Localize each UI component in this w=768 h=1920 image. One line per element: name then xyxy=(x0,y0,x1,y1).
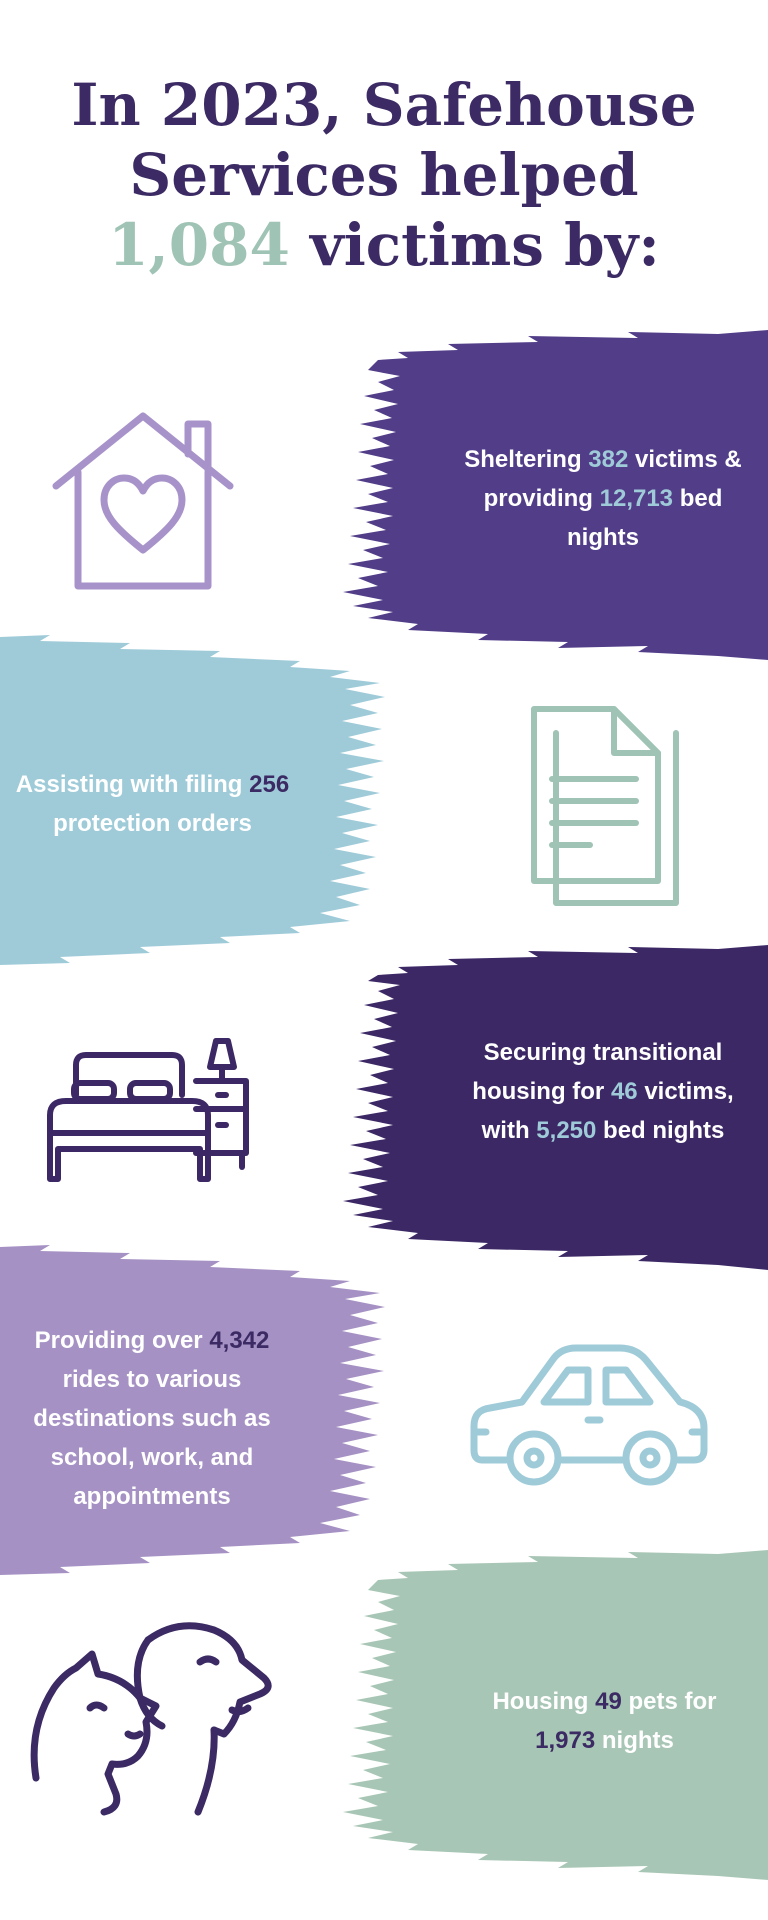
section-transitional-housing: Securing transitional housing for 46 vic… xyxy=(0,945,768,1275)
transitional-bed-nights-count: 5,250 xyxy=(536,1117,597,1144)
section-pets: Housing 49 pets for 1,973 nights xyxy=(0,1550,768,1890)
headline-line-1: In 2023, Safehouse xyxy=(71,71,697,139)
brush-stroke-purple xyxy=(343,330,768,660)
victims-count: 1,084 xyxy=(108,211,290,279)
protection-orders-caption: Assisting with filing 256 protection ord… xyxy=(15,771,290,837)
headline: In 2023, Safehouse Services helped 1,084… xyxy=(0,70,768,280)
brush-stroke-sage xyxy=(343,1550,768,1880)
car-icon xyxy=(470,1344,708,1486)
brush-stroke-lavender xyxy=(0,1245,385,1575)
house-heart-icon xyxy=(52,412,234,590)
dog-cat-icon xyxy=(30,1622,272,1816)
section-rides: Providing over 4,342 rides to various de… xyxy=(0,1245,768,1575)
pet-nights-count: 1,973 xyxy=(535,1727,596,1754)
shelter-bed-nights-count: 12,713 xyxy=(599,485,674,512)
transitional-housing-caption: Securing transitional housing for 46 vic… xyxy=(472,1039,734,1144)
sheltered-victims-count: 382 xyxy=(588,446,629,473)
brush-stroke-sky xyxy=(0,635,385,965)
protection-orders-count: 256 xyxy=(249,771,290,798)
rides-caption: Providing over 4,342 rides to various de… xyxy=(33,1327,271,1510)
document-icon xyxy=(531,706,679,906)
headline-line-3: victims by: xyxy=(289,211,660,279)
headline-line-2: Services helped xyxy=(129,141,639,209)
transitional-victims-count: 46 xyxy=(610,1078,638,1105)
bed-nightstand-icon xyxy=(47,1038,249,1182)
pets-caption: Housing 49 pets for 1,973 nights xyxy=(492,1688,717,1754)
pets-count: 49 xyxy=(595,1688,622,1715)
brush-stroke-deep-purple xyxy=(343,945,768,1270)
section-sheltering: Sheltering 382 victims & providing 12,71… xyxy=(0,330,768,670)
section-protection-orders: Assisting with filing 256 protection ord… xyxy=(0,635,768,965)
sheltering-caption: Sheltering 382 victims & providing 12,71… xyxy=(464,446,742,551)
rides-count: 4,342 xyxy=(209,1327,270,1354)
